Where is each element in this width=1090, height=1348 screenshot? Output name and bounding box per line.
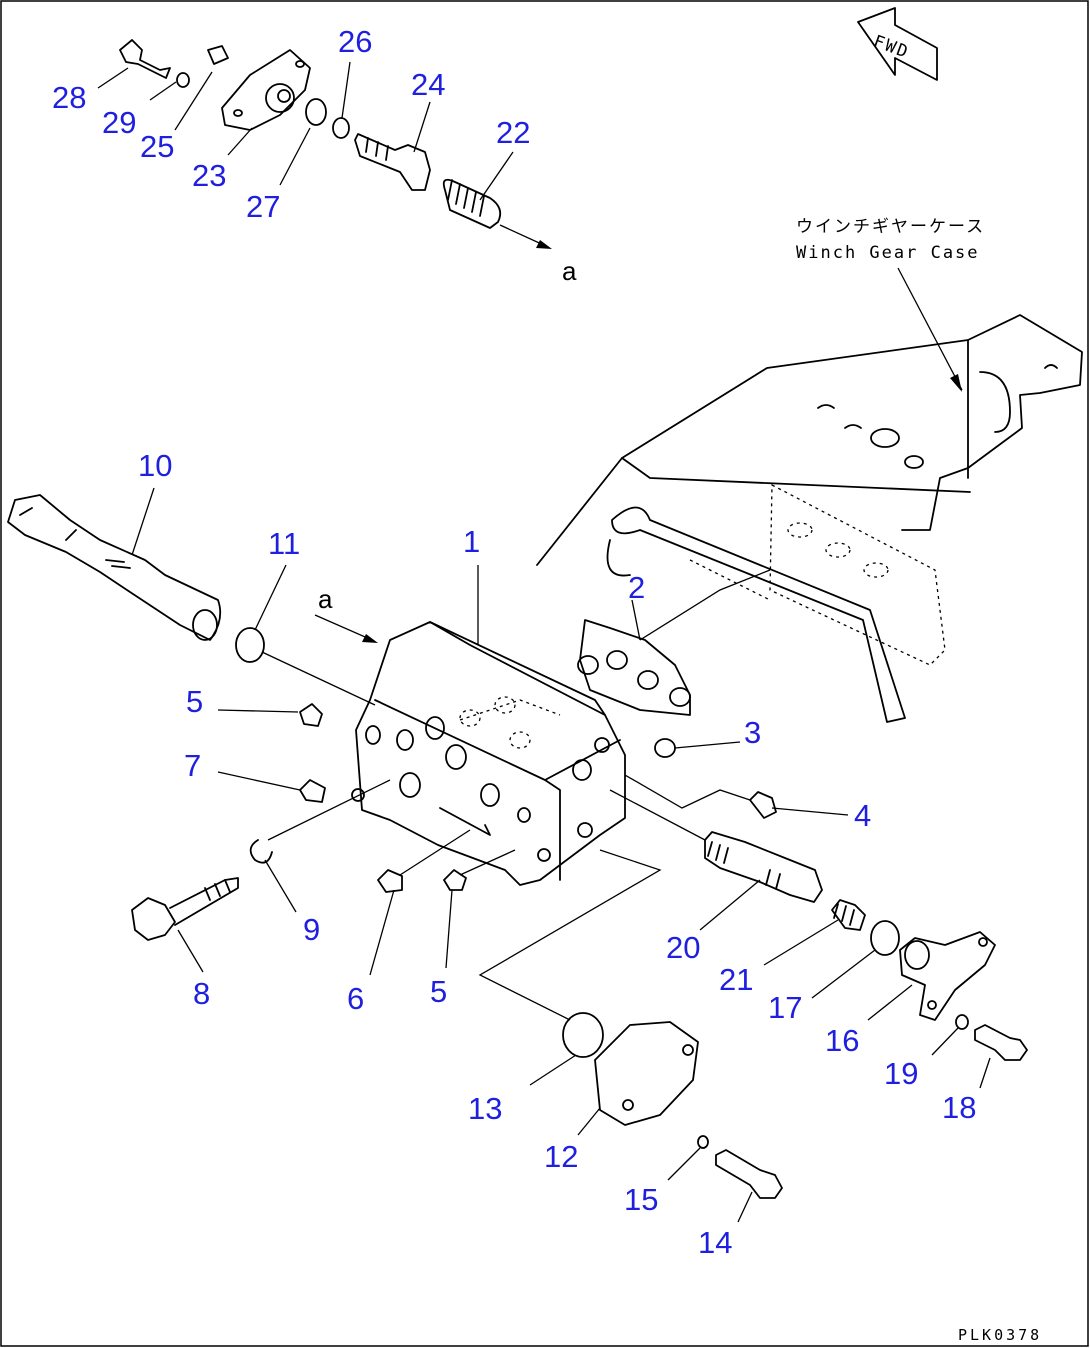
callout-10: 10: [138, 448, 172, 483]
assembly-line-11: [261, 651, 376, 706]
callout-5-lower: 5: [430, 974, 447, 1009]
valve-body-part-1: [351, 621, 626, 886]
callout-8: 8: [193, 976, 210, 1011]
o-ring-3: [654, 738, 676, 758]
callout-1: 1: [463, 524, 480, 559]
plug-7: [299, 779, 326, 803]
callout-4: 4: [854, 798, 871, 833]
callout-27: 27: [246, 189, 280, 224]
callout-3: 3: [744, 715, 761, 750]
arrow-letter-body: a: [318, 584, 333, 614]
washer-9: [249, 839, 273, 864]
o-ring-17: [870, 920, 900, 956]
assembly-line-13: [478, 849, 662, 1021]
fwd-label: FWD: [871, 32, 912, 63]
assembly-line-6: [399, 829, 471, 876]
assembly-line-2: [639, 569, 771, 641]
cover-part-12: [594, 1021, 699, 1126]
callout-9: 9: [303, 912, 320, 947]
case-leader-arrowhead: [950, 374, 962, 392]
bolt-part-14: [715, 1149, 783, 1199]
callout-22: 22: [496, 115, 530, 150]
callout-26: 26: [338, 24, 372, 59]
callout-25: 25: [140, 129, 174, 164]
relief-valve-subassembly: a: [119, 39, 577, 286]
washer-15: [697, 1135, 709, 1149]
plug-4: [749, 791, 777, 819]
plug-6: [377, 869, 403, 893]
callout-7: 7: [184, 748, 201, 783]
case-label-leader: [897, 267, 963, 391]
bolt-part-8: [131, 877, 239, 941]
gasket-part-2: [577, 619, 691, 716]
assembly-line-9: [267, 779, 391, 841]
winch-gear-case: [536, 314, 1083, 723]
callout-20: 20: [666, 930, 700, 965]
callout-17: 17: [768, 990, 802, 1025]
arrow-letter-top: a: [562, 256, 577, 286]
bolt-part-18: [974, 1024, 1028, 1061]
assembly-line-5b: [459, 849, 516, 876]
plug-5-lower: [443, 869, 467, 891]
callout-21: 21: [719, 962, 753, 997]
case-label-en: Winch Gear Case: [796, 243, 980, 263]
assembly-line-20: [609, 789, 706, 841]
case-label-jp: ウインチギヤーケース: [796, 217, 985, 237]
callout-2: 2: [628, 570, 645, 605]
drawing-code: PLK0378: [958, 1326, 1042, 1344]
callout-18: 18: [942, 1090, 976, 1125]
leader-to-a-body: [314, 614, 373, 641]
callout-19: 19: [884, 1056, 918, 1091]
callout-29: 29: [102, 105, 136, 140]
fwd-arrow-badge: FWD: [857, 7, 938, 81]
callout-23: 23: [192, 158, 226, 193]
assembly-line-4: [624, 774, 751, 809]
plug-5-upper: [299, 703, 323, 727]
callout-15: 15: [624, 1182, 658, 1217]
callout-11: 11: [268, 526, 300, 561]
callout-6: 6: [347, 981, 364, 1016]
o-ring-11: [235, 627, 265, 663]
spool-part-10: [7, 494, 222, 641]
callout-28: 28: [52, 80, 86, 115]
spool-part-20: [704, 831, 823, 903]
cover-part-16: [899, 931, 996, 1021]
callout-14: 14: [698, 1225, 732, 1260]
spring-part-21: [831, 899, 866, 931]
callout-16: 16: [825, 1023, 859, 1058]
callout-12: 12: [544, 1139, 578, 1174]
callout-5-upper: 5: [186, 684, 203, 719]
callout-13: 13: [468, 1091, 502, 1126]
callout-24: 24: [411, 67, 445, 102]
washer-19: [955, 1014, 969, 1030]
o-ring-13: [562, 1012, 604, 1058]
